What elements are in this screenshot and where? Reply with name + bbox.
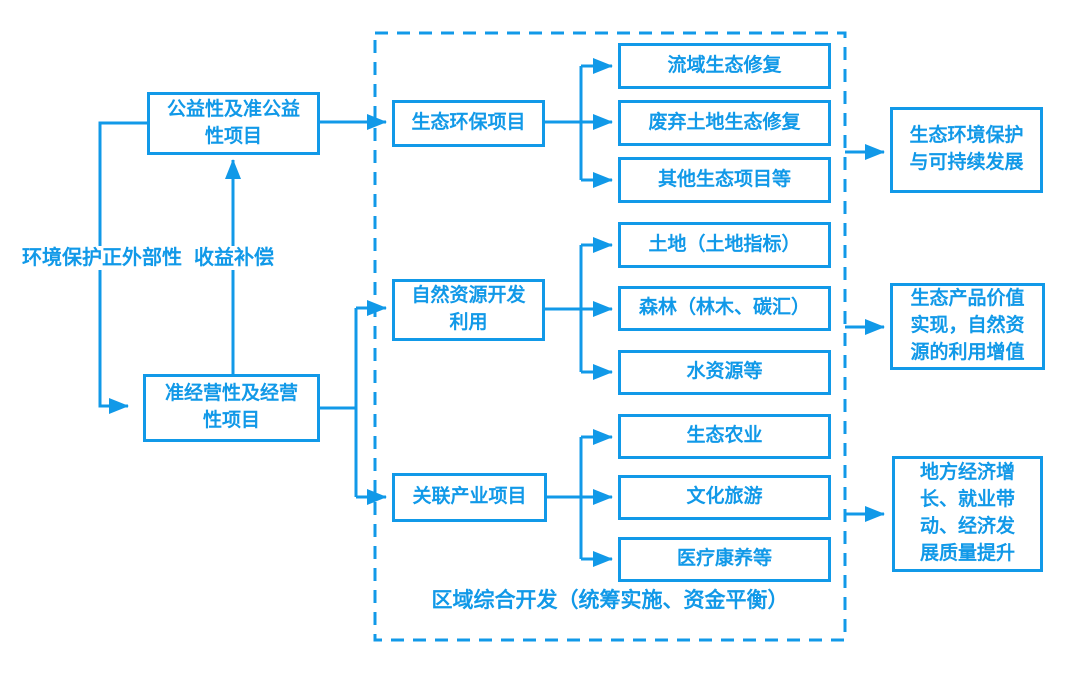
node-forest-carbon: 森林（林木、碳汇） bbox=[618, 286, 831, 331]
node-watershed-eco-restoration: 流域生态修复 bbox=[618, 43, 831, 89]
node-line: 实现，自然资 bbox=[910, 315, 1025, 337]
node-other-eco-projects: 其他生态项目等 bbox=[618, 157, 831, 203]
node-line: 性项目 bbox=[202, 410, 260, 431]
node-line: 关联产业项目 bbox=[412, 486, 527, 508]
outcome-eco-protection-sustainability: 生态环境保护 与可持续发展 bbox=[890, 107, 1043, 193]
node-quasi-operational-projects: 准经营性及经营 性项目 bbox=[143, 374, 320, 442]
outcome-local-economic-growth: 地方经济增 长、就业带 动、经济发 展质量提升 bbox=[892, 456, 1043, 572]
node-line: 生态环境保护 bbox=[909, 125, 1024, 147]
node-related-industry-projects: 关联产业项目 bbox=[392, 473, 547, 522]
node-line: 其他生态项目等 bbox=[657, 168, 791, 190]
node-line: 土地（土地指标） bbox=[648, 233, 801, 255]
outcome-eco-product-value: 生态产品价值 实现，自然资 源的利用增值 bbox=[890, 283, 1045, 370]
node-public-welfare-projects: 公益性及准公益 性项目 bbox=[147, 92, 320, 155]
node-abandoned-land-restoration: 废弃土地生态修复 bbox=[618, 100, 831, 146]
node-line: 医疗康养等 bbox=[676, 548, 772, 570]
node-line: 利用 bbox=[449, 312, 488, 333]
node-medical-wellness: 医疗康养等 bbox=[618, 537, 831, 582]
node-line: 展质量提升 bbox=[919, 542, 1015, 564]
node-line: 生态环保项目 bbox=[411, 112, 526, 134]
node-line: 水资源等 bbox=[686, 361, 763, 383]
node-eco-agriculture: 生态农业 bbox=[618, 414, 831, 459]
node-line: 生态农业 bbox=[686, 425, 763, 447]
node-culture-tourism: 文化旅游 bbox=[618, 475, 831, 520]
node-water-resources: 水资源等 bbox=[618, 350, 831, 395]
node-line: 性项目 bbox=[204, 125, 262, 147]
node-line: 长、就业带 bbox=[919, 489, 1015, 511]
node-line: 森林（林木、碳汇） bbox=[638, 297, 810, 319]
node-line: 动、经济发 bbox=[919, 516, 1015, 537]
node-eco-environmental-projects: 生态环保项目 bbox=[392, 100, 545, 147]
node-line: 与可持续发展 bbox=[909, 152, 1024, 173]
label-income-compensation: 收益补偿 bbox=[192, 246, 276, 270]
node-line: 源的利用增值 bbox=[910, 341, 1025, 363]
node-line: 文化旅游 bbox=[686, 486, 763, 508]
node-natural-resource-development: 自然资源开发 利用 bbox=[392, 279, 545, 341]
label-environmental-externality: 环境保护正外部性 bbox=[20, 246, 184, 270]
node-line: 准经营性及经营 bbox=[164, 383, 298, 405]
node-line: 废弃土地生态修复 bbox=[648, 111, 801, 133]
node-land-quota: 土地（土地指标） bbox=[618, 222, 831, 268]
node-line: 生态产品价值 bbox=[910, 288, 1025, 310]
label-regional-development-caption: 区域综合开发（统筹实施、资金平衡） bbox=[431, 589, 789, 612]
dashed-container-border bbox=[373, 31, 847, 642]
node-line: 自然资源开发 bbox=[411, 285, 526, 307]
node-line: 公益性及准公益 bbox=[166, 98, 300, 120]
node-line: 地方经济增 bbox=[919, 462, 1015, 484]
node-line: 流域生态修复 bbox=[667, 54, 782, 76]
